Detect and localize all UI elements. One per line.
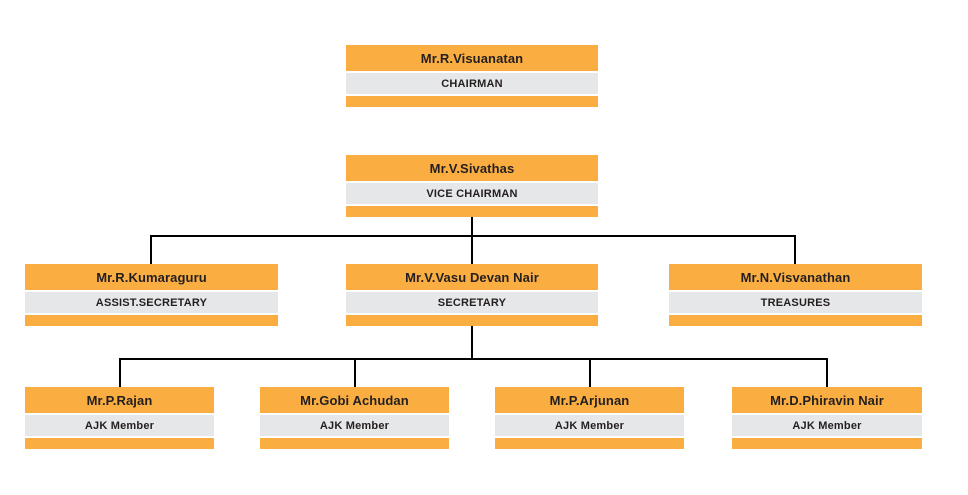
connector-line: [354, 358, 356, 387]
node-footer-strip: [495, 438, 684, 449]
connector-line: [471, 235, 473, 264]
node-name: Mr.D.Phiravin Nair: [732, 387, 922, 413]
node-title: SECRETARY: [346, 292, 598, 313]
connector-line: [150, 235, 796, 237]
node-footer-strip: [260, 438, 449, 449]
connector-line: [119, 358, 828, 360]
node-footer-strip: [346, 96, 598, 107]
node-title: AJK Member: [732, 415, 922, 436]
node-name: Mr.P.Arjunan: [495, 387, 684, 413]
node-title: TREASURES: [669, 292, 922, 313]
node-footer-strip: [669, 315, 922, 326]
node-name: Mr.R.Kumaraguru: [25, 264, 278, 290]
node-title: CHAIRMAN: [346, 73, 598, 94]
org-node-vice-chairman: Mr.V.Sivathas VICE CHAIRMAN: [346, 155, 598, 217]
node-title: VICE CHAIRMAN: [346, 183, 598, 204]
node-name: Mr.V.Sivathas: [346, 155, 598, 181]
connector-line: [826, 358, 828, 387]
connector-line: [471, 326, 473, 359]
node-name: Mr.R.Visuanatan: [346, 45, 598, 71]
node-name: Mr.V.Vasu Devan Nair: [346, 264, 598, 290]
org-node-ajk-member-1: Mr.P.Rajan AJK Member: [25, 387, 214, 449]
org-node-chairman: Mr.R.Visuanatan CHAIRMAN: [346, 45, 598, 107]
node-name: Mr.P.Rajan: [25, 387, 214, 413]
org-node-treasurer: Mr.N.Visvanathan TREASURES: [669, 264, 922, 326]
connector-line: [150, 235, 152, 264]
node-footer-strip: [732, 438, 922, 449]
node-footer-strip: [346, 315, 598, 326]
node-title: AJK Member: [260, 415, 449, 436]
node-footer-strip: [25, 438, 214, 449]
org-node-ajk-member-3: Mr.P.Arjunan AJK Member: [495, 387, 684, 449]
node-name: Mr.N.Visvanathan: [669, 264, 922, 290]
org-node-assist-secretary: Mr.R.Kumaraguru ASSIST.SECRETARY: [25, 264, 278, 326]
org-node-ajk-member-4: Mr.D.Phiravin Nair AJK Member: [732, 387, 922, 449]
node-name: Mr.Gobi Achudan: [260, 387, 449, 413]
node-title: ASSIST.SECRETARY: [25, 292, 278, 313]
connector-line: [589, 358, 591, 387]
connector-line: [471, 217, 473, 236]
connector-line: [119, 358, 121, 387]
connector-line: [794, 235, 796, 264]
node-title: AJK Member: [495, 415, 684, 436]
node-footer-strip: [25, 315, 278, 326]
node-footer-strip: [346, 206, 598, 217]
node-title: AJK Member: [25, 415, 214, 436]
org-node-ajk-member-2: Mr.Gobi Achudan AJK Member: [260, 387, 449, 449]
org-node-secretary: Mr.V.Vasu Devan Nair SECRETARY: [346, 264, 598, 326]
